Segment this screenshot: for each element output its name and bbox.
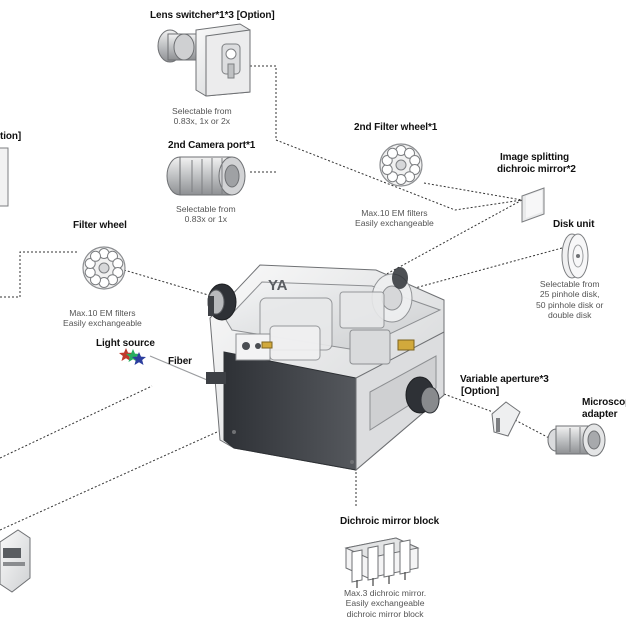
device-logo: YA: [268, 277, 288, 294]
connector-lines: [0, 65, 563, 531]
disk-unit-illustration: [561, 233, 589, 279]
label-variable-aperture-2: [Option]: [461, 386, 500, 397]
second-filter-wheel-illustration: [379, 143, 423, 187]
label-second-filter-wheel: 2nd Filter wheel*1: [354, 122, 438, 133]
label-dichroic-mirror-block: Dichroic mirror block: [340, 516, 440, 527]
filter-wheel-illustration: [82, 246, 126, 290]
light-source-unit-partial-illustration: [0, 529, 31, 593]
microscope-adapter-illustration: [547, 423, 606, 457]
lens-switcher-illustration: [157, 23, 251, 97]
label-image-splitting-1: Image splitting: [500, 152, 570, 163]
label-disk-unit: Disk unit: [553, 219, 595, 230]
label-microscope-adapter-2: adapter: [582, 409, 618, 420]
dichroic-mirror-block-illustration: [344, 537, 420, 588]
image-splitting-mirror-illustration: [521, 187, 545, 223]
label-microscope-adapter-1: Microscop: [582, 397, 626, 408]
desc-dichroic-mirror-block: Max.3 dichroic mirror.Easily exchangeabl…: [344, 588, 427, 619]
label-image-splitting-2: dichroic mirror*2: [497, 164, 576, 175]
label-light-source: Light source: [96, 338, 155, 349]
label-filter-wheel: Filter wheel: [73, 220, 127, 231]
variable-aperture-illustration: [491, 401, 521, 437]
label-lens-switcher: Lens switcher*1*3 [Option]: [150, 10, 275, 21]
label-left-option-partial: tion]: [0, 131, 22, 142]
spinning-disk-unit-body: YA: [206, 264, 445, 472]
label-fiber: Fiber: [168, 356, 192, 367]
left-option-partial-illustration: [0, 147, 9, 207]
camera-port-illustration: [166, 156, 246, 196]
fiber-cable: [149, 355, 213, 383]
label-variable-aperture-1: Variable aperture*3: [460, 374, 549, 385]
label-camera-port: 2nd Camera port*1: [168, 140, 256, 151]
light-source-stars: [119, 348, 146, 365]
